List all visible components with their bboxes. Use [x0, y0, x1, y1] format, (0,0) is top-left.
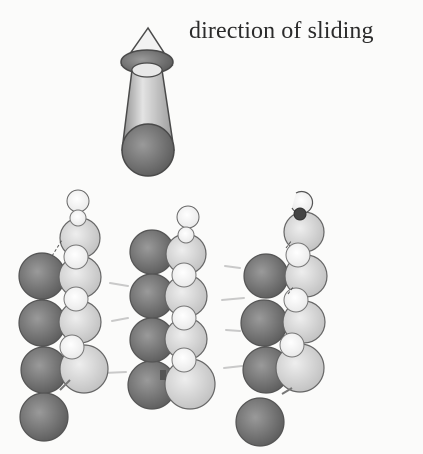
white-atom: [177, 226, 195, 244]
dark-atom: [243, 253, 289, 299]
arrow-shaft-top: [131, 62, 163, 78]
white-atom: [66, 189, 90, 213]
arrow-shaft-base: [121, 123, 175, 177]
right-chain: [235, 190, 328, 447]
left-chain: [18, 189, 109, 442]
white-atom: [285, 242, 311, 268]
white-atom: [171, 347, 197, 373]
dark-atom: [235, 397, 285, 447]
dark-atom: [18, 252, 66, 300]
white-atom: [293, 207, 307, 221]
direction-arrow: [120, 26, 175, 177]
white-atom: [59, 334, 85, 360]
middle-chain: [127, 205, 216, 410]
white-atom: [63, 244, 89, 270]
dark-atom: [240, 299, 288, 347]
white-atom: [283, 287, 309, 313]
white-atom: [176, 205, 200, 229]
white-atom: [171, 262, 197, 288]
direction-caption: direction of sliding: [189, 18, 374, 44]
dark-atom: [19, 392, 69, 442]
white-atom: [69, 209, 87, 227]
white-atom: [171, 305, 197, 331]
dark-atom: [18, 299, 66, 347]
white-atom: [63, 286, 89, 312]
white-atom: [279, 332, 305, 358]
